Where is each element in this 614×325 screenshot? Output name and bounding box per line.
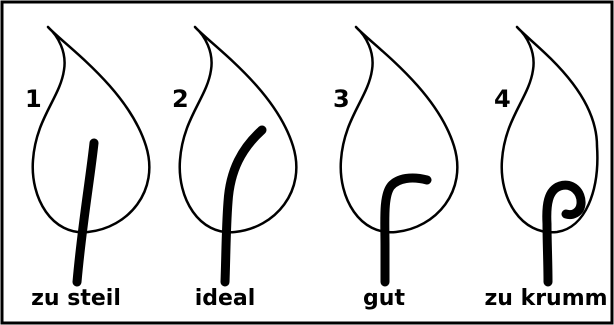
panel-1-label: zu steil	[31, 286, 121, 311]
panel-2-stem	[225, 130, 262, 282]
panel-2-number: 2	[172, 85, 189, 113]
panel-3-label: gut	[363, 286, 405, 311]
panel-2: 2 ideal	[172, 27, 296, 311]
panel-1-leaf-outline	[33, 27, 150, 232]
panel-1-number: 1	[25, 85, 42, 113]
panel-4: 4 zu krumm	[484, 27, 607, 311]
panel-4-number: 4	[494, 85, 511, 113]
panel-2-leaf-outline	[180, 27, 297, 232]
panel-3: 3 gut	[333, 27, 457, 311]
panel-1-stem	[77, 143, 94, 282]
panel-3-number: 3	[333, 85, 350, 113]
panel-4-label: zu krumm	[484, 286, 607, 311]
panel-4-stem	[547, 185, 581, 282]
panel-3-leaf-outline	[341, 27, 458, 232]
panel-1: 1 zu steil	[25, 27, 149, 311]
panel-2-label: ideal	[195, 286, 256, 311]
